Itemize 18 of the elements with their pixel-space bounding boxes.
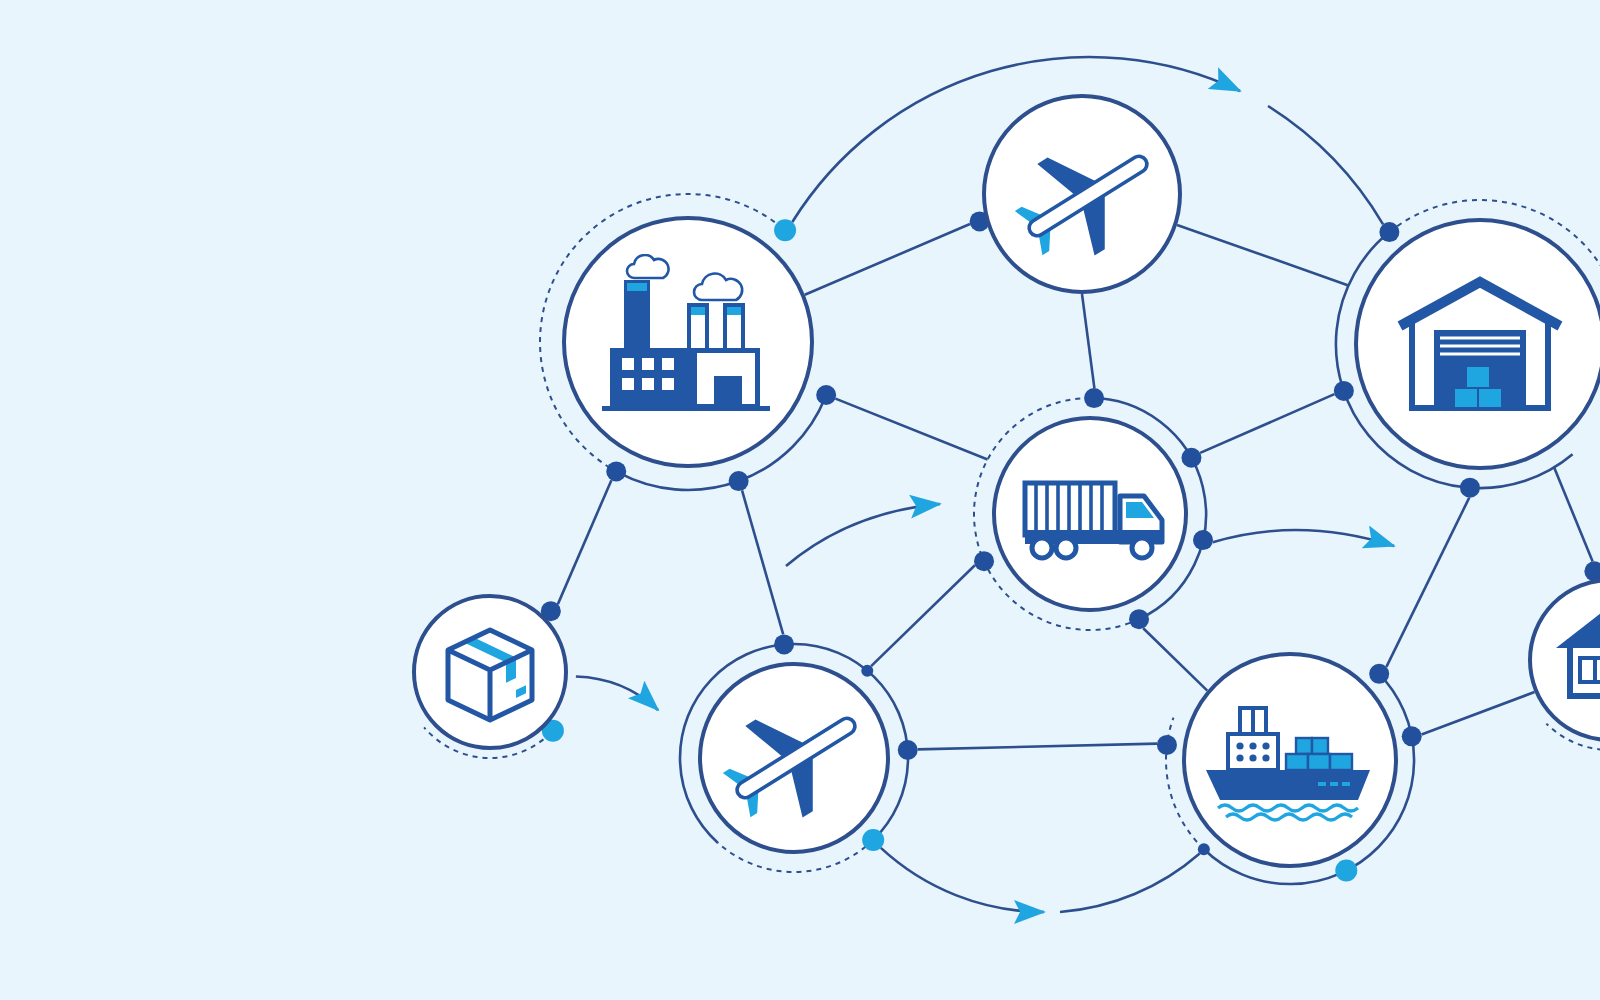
connector-line — [1176, 223, 1349, 287]
connector-line — [1552, 466, 1594, 562]
curved-arrow — [575, 675, 660, 712]
connector-line — [1385, 497, 1471, 668]
connector-line — [870, 564, 976, 667]
connector-line — [556, 479, 613, 605]
connector-line — [917, 742, 1158, 751]
connector-line — [804, 222, 971, 296]
connector-line — [1142, 627, 1209, 692]
connector-line — [1199, 392, 1335, 455]
curved-arrow — [880, 846, 1046, 923]
connector-line — [740, 490, 785, 635]
curved-line — [1267, 104, 1385, 226]
connector-line — [835, 397, 989, 461]
connector-line — [1080, 293, 1096, 389]
curved-line — [1059, 852, 1201, 914]
connector-line — [1421, 690, 1535, 736]
curved-arrow — [1212, 526, 1396, 549]
